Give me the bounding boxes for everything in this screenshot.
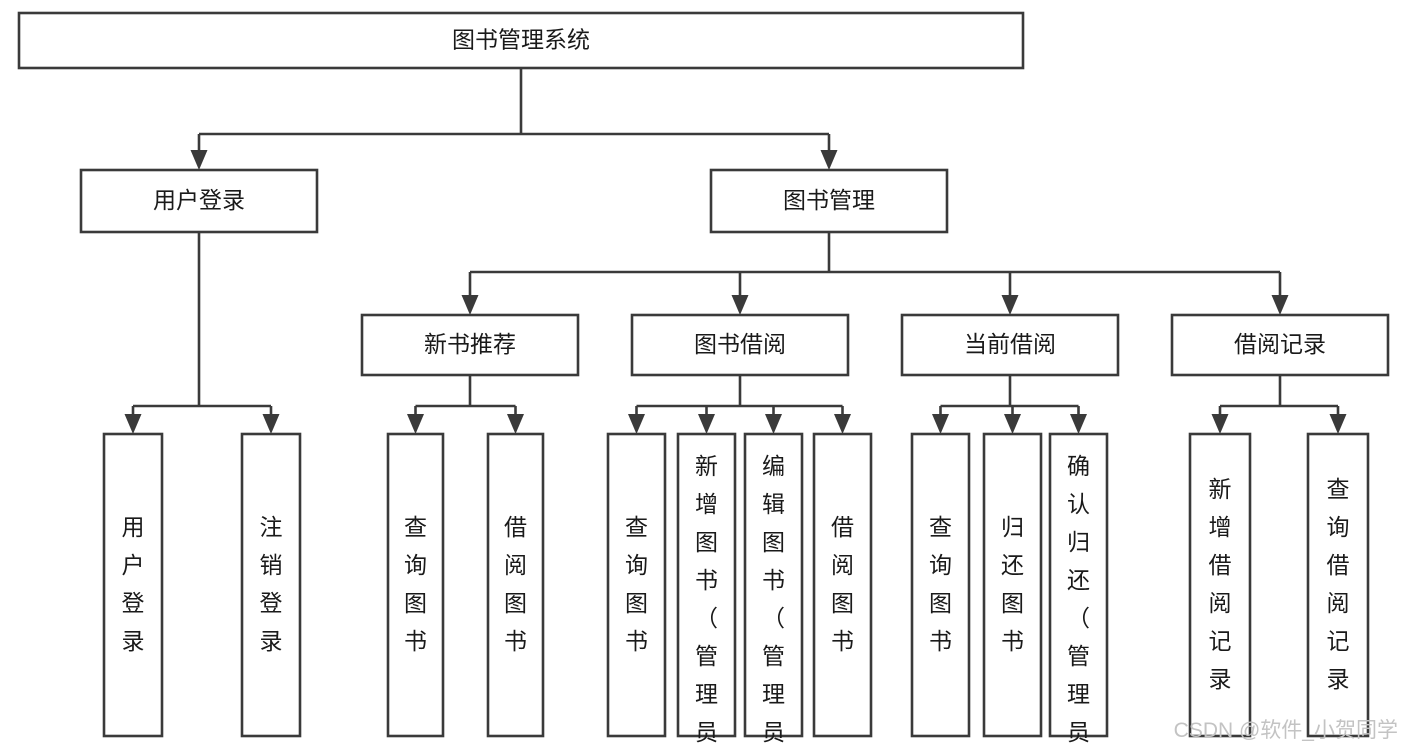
- node-box: [630, 313, 850, 377]
- arrow-down-icon: [124, 414, 142, 434]
- node-label: 新书推荐: [424, 331, 516, 357]
- node-label: 查询图书: [404, 514, 427, 654]
- arrow-down-icon: [698, 414, 715, 434]
- node-leaf-add-record[interactable]: 新增借阅记录: [1188, 432, 1252, 738]
- node-box: [17, 11, 1025, 70]
- connector-layer: [124, 68, 1347, 434]
- node-box: [1188, 432, 1252, 738]
- node-label: 归还图书: [1001, 514, 1024, 654]
- arrow-down-icon: [834, 414, 851, 434]
- node-leaf-user-login[interactable]: 用户登录: [102, 432, 164, 738]
- arrow-down-icon: [507, 414, 524, 434]
- arrow-down-icon: [1001, 295, 1019, 315]
- node-user-login[interactable]: 用户登录: [79, 168, 319, 234]
- node-box: [1048, 432, 1109, 738]
- node-root[interactable]: 图书管理系统: [17, 11, 1025, 70]
- node-label: 用户登录: [122, 514, 145, 654]
- node-label: 当前借阅: [964, 331, 1056, 357]
- node-box: [812, 432, 873, 738]
- watermark-label: CSDN @软件_小贺同学: [1174, 719, 1398, 742]
- node-label: 查询借阅记录: [1327, 476, 1350, 692]
- node-leaf-query-book-3[interactable]: 查询图书: [910, 432, 971, 738]
- node-label: 编辑图书（管理员）: [762, 453, 785, 747]
- node-box: [910, 432, 971, 738]
- node-leaf-query-record[interactable]: 查询借阅记录: [1306, 432, 1370, 738]
- node-label: 用户登录: [153, 187, 245, 213]
- node-label: 查询图书: [929, 514, 952, 654]
- node-leaf-borrow-book-1[interactable]: 借阅图书: [486, 432, 545, 738]
- node-box: [79, 168, 319, 234]
- node-box: [1170, 313, 1390, 377]
- node-leaf-return-book[interactable]: 归还图书: [982, 432, 1043, 738]
- arrow-down-icon: [461, 295, 479, 315]
- arrow-down-icon: [1004, 414, 1021, 434]
- node-leaf-confirm-return[interactable]: 确认归还（管理员）: [1048, 432, 1109, 747]
- node-label: 借阅记录: [1234, 331, 1326, 357]
- node-box: [102, 432, 164, 738]
- arrow-down-icon: [628, 414, 645, 434]
- arrow-down-icon: [190, 150, 208, 170]
- arrow-down-icon: [1211, 414, 1229, 434]
- arrow-down-icon: [1329, 414, 1347, 434]
- arrow-down-icon: [262, 414, 280, 434]
- node-book-borrow[interactable]: 图书借阅: [630, 313, 850, 377]
- node-label: 借阅图书: [831, 514, 854, 654]
- node-leaf-add-book[interactable]: 新增图书（管理员）: [676, 432, 737, 747]
- node-leaf-query-book-2[interactable]: 查询图书: [606, 432, 667, 738]
- arrow-down-icon: [1070, 414, 1087, 434]
- node-borrow-record[interactable]: 借阅记录: [1170, 313, 1390, 377]
- node-box: [606, 432, 667, 738]
- node-box: [1306, 432, 1370, 738]
- node-box: [676, 432, 737, 738]
- node-leaf-query-book-1[interactable]: 查询图书: [386, 432, 445, 738]
- node-box: [900, 313, 1120, 377]
- node-box: [743, 432, 804, 738]
- node-label: 借阅图书: [504, 514, 527, 654]
- node-box: [982, 432, 1043, 738]
- node-leaf-borrow-book-2[interactable]: 借阅图书: [812, 432, 873, 738]
- node-box: [386, 432, 445, 738]
- arrow-down-icon: [820, 150, 838, 170]
- node-leaf-logout-login[interactable]: 注销登录: [240, 432, 302, 738]
- node-layer: 图书管理系统用户登录图书管理新书推荐图书借阅当前借阅借阅记录用户登录注销登录查询…: [17, 11, 1390, 747]
- arrow-down-icon: [765, 414, 782, 434]
- arrow-down-icon: [407, 414, 424, 434]
- node-book-manage[interactable]: 图书管理: [709, 168, 949, 234]
- node-label: 新增图书（管理员）: [695, 453, 718, 747]
- arrow-down-icon: [1271, 295, 1289, 315]
- node-box: [709, 168, 949, 234]
- node-label: 新增借阅记录: [1209, 476, 1232, 692]
- node-label: 图书管理: [783, 187, 875, 213]
- node-label: 确认归还（管理员）: [1067, 453, 1090, 747]
- node-label: 查询图书: [625, 514, 648, 654]
- node-label: 图书管理系统: [452, 27, 590, 53]
- node-label: 图书借阅: [694, 331, 786, 357]
- node-current-borrow[interactable]: 当前借阅: [900, 313, 1120, 377]
- node-label: 注销登录: [260, 514, 283, 654]
- arrow-down-icon: [731, 295, 749, 315]
- arrow-down-icon: [932, 414, 949, 434]
- node-box: [240, 432, 302, 738]
- node-box: [360, 313, 580, 377]
- node-leaf-edit-book[interactable]: 编辑图书（管理员）: [743, 432, 804, 747]
- node-new-book-recommend[interactable]: 新书推荐: [360, 313, 580, 377]
- node-box: [486, 432, 545, 738]
